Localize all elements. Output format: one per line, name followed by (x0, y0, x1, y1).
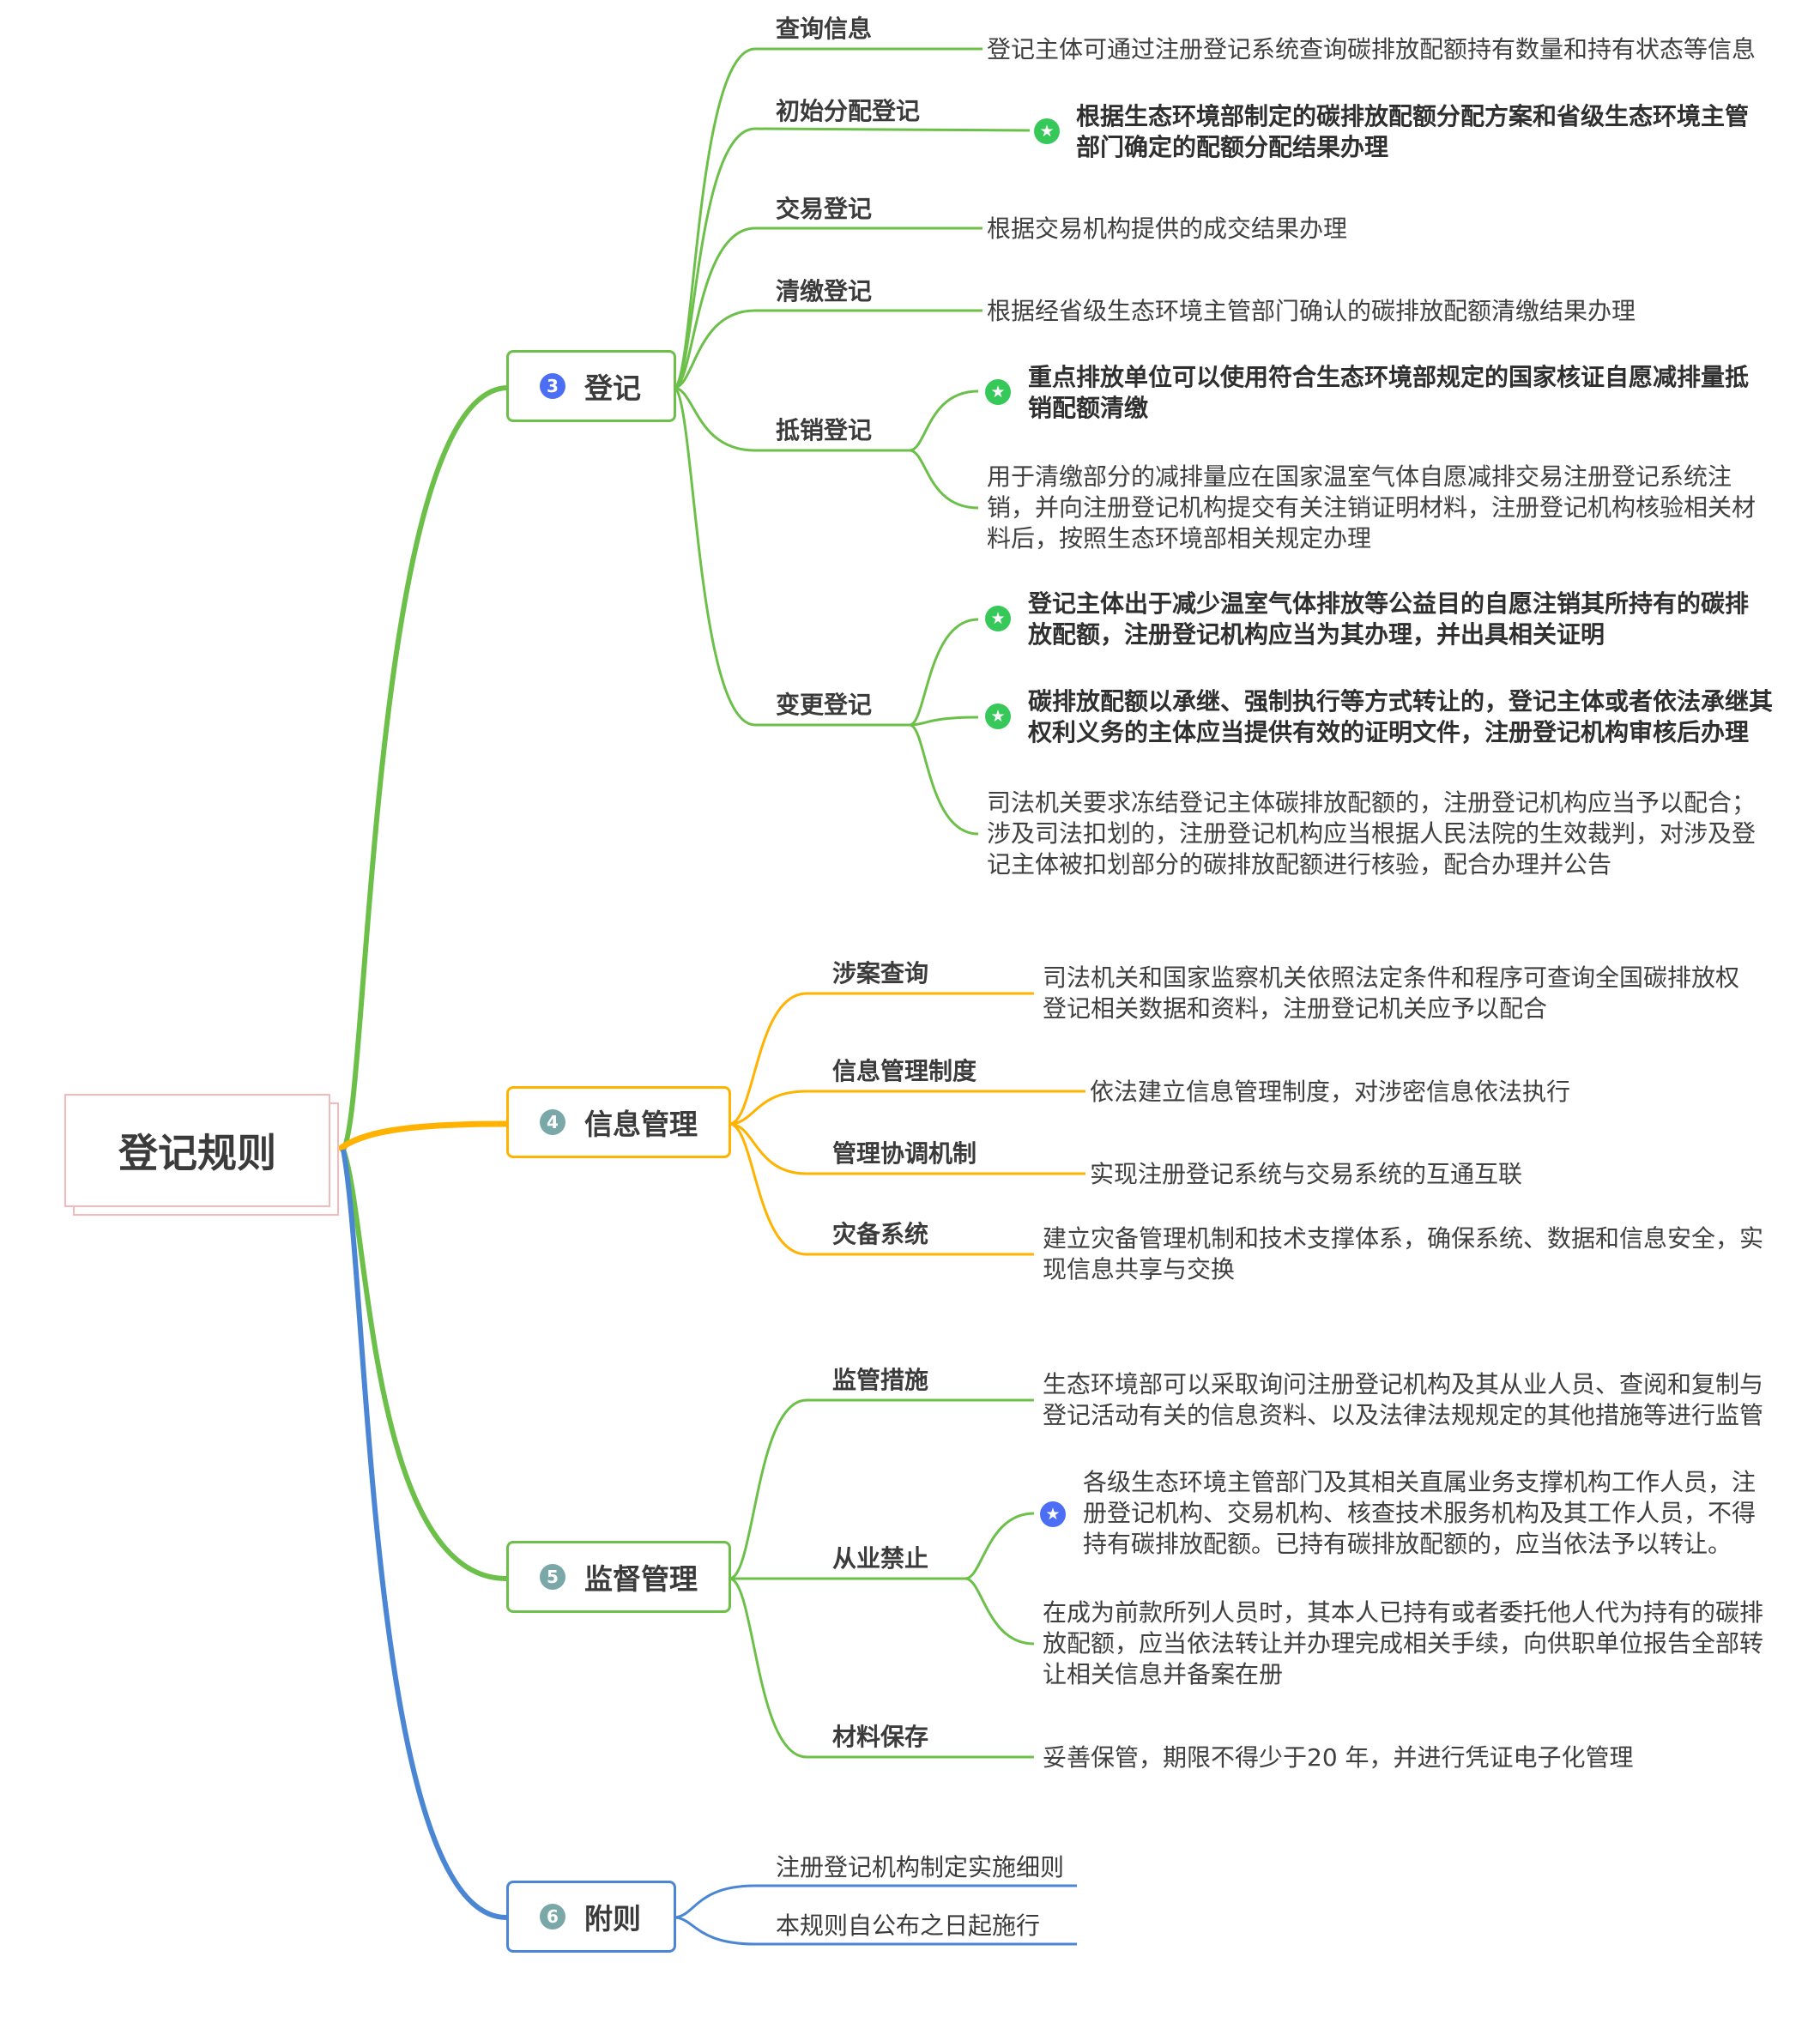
connector-coordination (729, 1122, 1085, 1175)
topic-disaster-backup[interactable]: 灾备系统 (832, 1220, 929, 1248)
connector-trade (673, 226, 983, 390)
topic-effective-date[interactable]: 本规则自公布之日起施行 (776, 1911, 1041, 1940)
star-icon: ★ (1040, 1501, 1066, 1527)
connector-appendix-2 (673, 1916, 1077, 1946)
connector-case-query (729, 992, 1034, 1126)
connector-disaster (729, 1122, 1034, 1256)
leaf-trade-registration[interactable]: 根据交易机构提供的成交结果办理 (987, 214, 1348, 243)
topic-implementation-rules[interactable]: 注册登记机构制定实施细则 (776, 1853, 1065, 1881)
connector-root-registration (341, 385, 507, 1151)
leaf-ban-transfer[interactable]: 在成为前款所列人员时，其本人已持有或者委托他人代为持有的碳排放配额，应当依法转让… (1043, 1598, 1764, 1688)
topic-supervision-measures[interactable]: 监管措施 (832, 1366, 929, 1394)
leaf-case-query[interactable]: 司法机关和国家监察机关依照法定条件和程序可查询全国碳排放权登记相关数据和资料，注… (1043, 963, 1740, 1023)
leaf-disaster-backup[interactable]: 建立灾备管理机制和技术支撑体系，确保系统、数据和信息安全，实现信息共享与交换 (1043, 1224, 1764, 1283)
star-icon: ★ (1034, 118, 1060, 144)
number-badge: 4 (540, 1109, 565, 1135)
connector-appendix-1 (673, 1884, 1077, 1919)
topic-material-retention[interactable]: 材料保存 (832, 1723, 929, 1751)
leaf-offset-cancel[interactable]: 用于清缴部分的减排量应在国家温室气体自愿减排交易注册登记系统注销，并向注册登记机… (987, 462, 1757, 553)
topic-offset-registration[interactable]: 抵销登记 (776, 416, 873, 444)
star-icon: ★ (985, 379, 1011, 405)
connector-offset-leaf2 (909, 449, 979, 510)
topic-trade-registration[interactable]: 交易登记 (776, 195, 873, 223)
leaf-ban-holding[interactable]: 各级生态环境主管部门及其相关直属业务支撑机构工作人员，注册登记机构、交易机构、核… (1083, 1468, 1757, 1558)
connector-initial (673, 127, 1031, 390)
connector-retention (729, 1577, 1034, 1759)
connector-change-leaf1 (909, 618, 979, 727)
leaf-material-retention[interactable]: 妥善保管，期限不得少于20 年，并进行凭证电子化管理 (1043, 1743, 1634, 1772)
connector-supervision-measures (729, 1398, 1034, 1580)
branch-supervision[interactable]: 5 监督管理 (506, 1541, 731, 1613)
topic-query-info[interactable]: 查询信息 (776, 15, 873, 43)
connector-offset-leaf1 (909, 390, 979, 452)
connector-ban-leaf1 (964, 1512, 1035, 1580)
leaf-offset-ccer[interactable]: 重点排放单位可以使用符合生态环境部规定的国家核证自愿减排量抵销配额清缴 (1028, 363, 1750, 422)
connector-root-supervision (341, 1148, 507, 1581)
number-badge: 6 (540, 1904, 565, 1929)
topic-initial-allocation[interactable]: 初始分配登记 (776, 97, 921, 125)
leaf-supervision-measures[interactable]: 生态环境部可以采取询问注册登记机构及其从业人员、查阅和复制与登记活动有关的信息资… (1043, 1370, 1764, 1429)
leaf-coordination[interactable]: 实现注册登记系统与交易系统的互通互联 (1090, 1160, 1523, 1188)
leaf-settlement-registration[interactable]: 根据经省级生态环境主管部门确认的碳排放配额清缴结果办理 (987, 297, 1636, 325)
topic-settlement-registration[interactable]: 清缴登记 (776, 277, 873, 305)
leaf-change-judicial[interactable]: 司法机关要求冻结登记主体碳排放配额的，注册登记机构应当予以配合；涉及司法扣划的，… (987, 788, 1757, 879)
branch-registration[interactable]: 3 登记 (506, 350, 676, 422)
leaf-initial-allocation[interactable]: 根据生态环境部制定的碳排放配额分配方案和省级生态环境主管部门确定的配额分配结果办… (1076, 102, 1750, 161)
connector-ban-leaf2 (964, 1577, 1035, 1646)
branch-label: 登记 (584, 371, 641, 405)
branch-label: 监督管理 (584, 1562, 698, 1596)
connector-change (673, 386, 910, 727)
number-badge: 3 (540, 373, 565, 399)
connector-settle (673, 309, 983, 390)
branch-info-management[interactable]: 4 信息管理 (506, 1086, 731, 1158)
connector-info-system (729, 1090, 1085, 1126)
leaf-query-info[interactable]: 登记主体可通过注册登记系统查询碳排放配额持有数量和持有状态等信息 (987, 35, 1757, 63)
star-icon: ★ (985, 606, 1011, 631)
topic-info-system[interactable]: 信息管理制度 (832, 1057, 977, 1085)
topic-practice-ban[interactable]: 从业禁止 (832, 1544, 929, 1573)
root-topic[interactable]: 登记规则 (64, 1094, 330, 1207)
connector-root-appendix (341, 1149, 507, 1920)
topic-case-query[interactable]: 涉案查询 (832, 959, 929, 987)
connector-change-leaf3 (909, 723, 979, 836)
leaf-info-system[interactable]: 依法建立信息管理制度，对涉密信息依法执行 (1090, 1078, 1571, 1106)
topic-coordination[interactable]: 管理协调机制 (832, 1139, 977, 1168)
connector-root-info (336, 1120, 507, 1152)
number-badge: 5 (540, 1564, 565, 1590)
leaf-change-inherit[interactable]: 碳排放配额以承继、强制执行等方式转让的，登记主体或者依法承继其权利义务的主体应当… (1028, 687, 1774, 746)
leaf-change-voluntary[interactable]: 登记主体出于减少温室气体排放等公益目的自愿注销其所持有的碳排放配额，注册登记机构… (1028, 589, 1750, 649)
topic-change-registration[interactable]: 变更登记 (776, 691, 873, 719)
star-icon: ★ (985, 704, 1011, 729)
branch-label: 信息管理 (584, 1108, 698, 1141)
connector-offset (673, 386, 910, 452)
connector-change-leaf2 (909, 716, 979, 727)
branch-label: 附则 (584, 1902, 641, 1935)
branch-appendix[interactable]: 6 附则 (506, 1881, 676, 1953)
